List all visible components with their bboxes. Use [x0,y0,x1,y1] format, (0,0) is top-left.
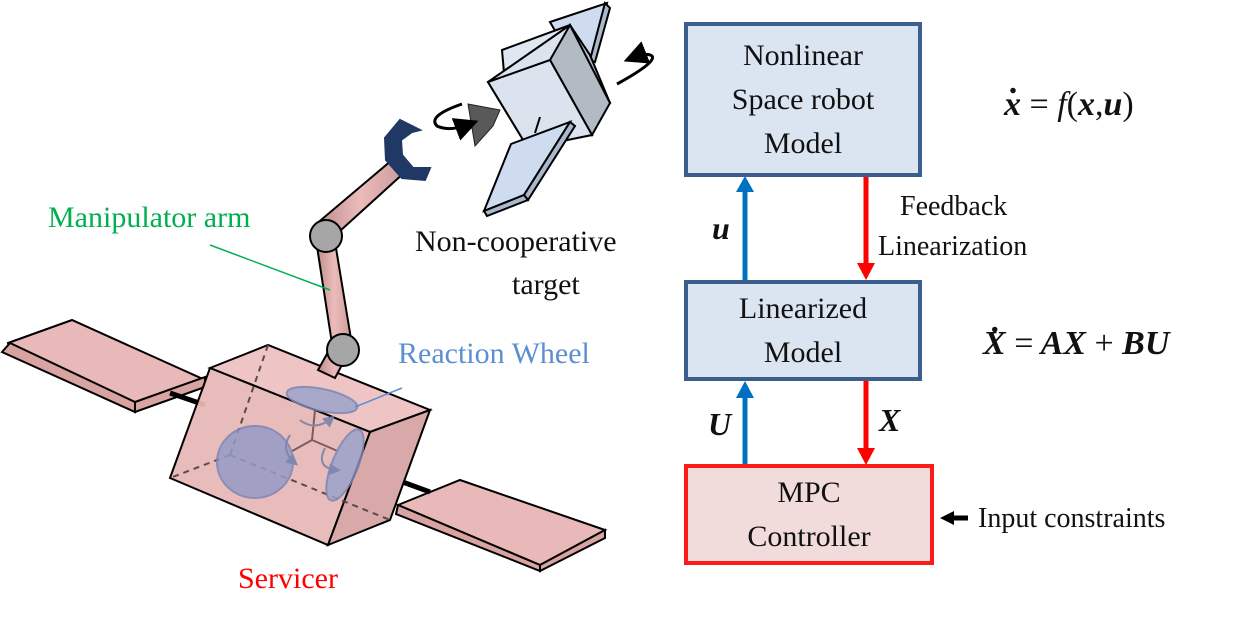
rotation-arrow-gripper-icon [433,102,479,141]
arrow-U-up [736,381,754,464]
arrow-X-down [857,380,875,465]
arrow-input-constraints [940,511,968,525]
eq2-term2: BU [1122,325,1170,362]
rotation-arrow-target-icon [616,41,655,86]
U-signal-label: U [708,406,732,442]
eq1-comma: , [1094,86,1104,123]
eq2-lhs: X [983,325,1006,363]
target-label-line1: Non-cooperative [415,225,617,258]
eq2-term1: AX [1040,325,1086,362]
linear-equation: X = AX + BU [983,325,1169,363]
target-label-line2: target [512,268,580,301]
eq1-lhs: x [1004,86,1021,124]
manipulator-arm-label: Manipulator arm [48,201,251,234]
target-satellite [467,1,612,218]
eq1-close-paren: ) [1122,86,1134,123]
gripper [383,118,432,182]
shoulder-joint [326,333,360,367]
linearized-box-line2: Model [763,335,843,369]
elbow-joint [309,219,343,253]
reaction-wheel-callout-line [354,387,403,408]
eq1-equals: = [1029,86,1049,123]
linearized-model-box: Linearized Model [684,280,922,381]
solar-panel-right [394,478,608,573]
mpc-box-line1: MPC [777,475,841,509]
manipulator-callout-line [209,244,331,291]
X-signal-label: X [879,402,901,438]
eq1-u: u [1103,86,1123,123]
nonlinear-model-box: Nonlinear Space robot Model [684,22,922,177]
servicer-label: Servicer [238,562,338,595]
arrow-feedback-down [857,177,875,280]
eq2-equals: = [1014,325,1034,362]
servicer-body [168,343,433,547]
nonlinear-box-line3: Model [763,126,843,160]
mpc-controller-box: MPC Controller [684,464,934,565]
u-signal-label: u [712,210,730,246]
mpc-box-line2: Controller [747,519,871,553]
eq2-plus: + [1094,325,1114,362]
input-constraints-label: Input constraints [978,503,1166,534]
nonlinear-box-line2: Space robot [731,82,875,116]
linearized-box-line1: Linearized [738,291,868,325]
eq1-open-paren: ( [1066,86,1078,123]
eq1-x: x [1077,86,1095,123]
feedback-label-line1: Feedback [900,191,1008,222]
manipulator-arm [309,118,432,380]
solar-panel-left [0,318,208,414]
nonlinear-equation: x = f(x,u) [1004,86,1134,124]
nonlinear-box-line1: Nonlinear [743,38,863,72]
reaction-wheel-label: Reaction Wheel [398,337,590,370]
reaction-wheels [216,385,365,502]
feedback-label-line2: Linearization [878,231,1028,262]
eq1-f: f [1057,86,1067,123]
arrow-u-up [736,176,754,280]
